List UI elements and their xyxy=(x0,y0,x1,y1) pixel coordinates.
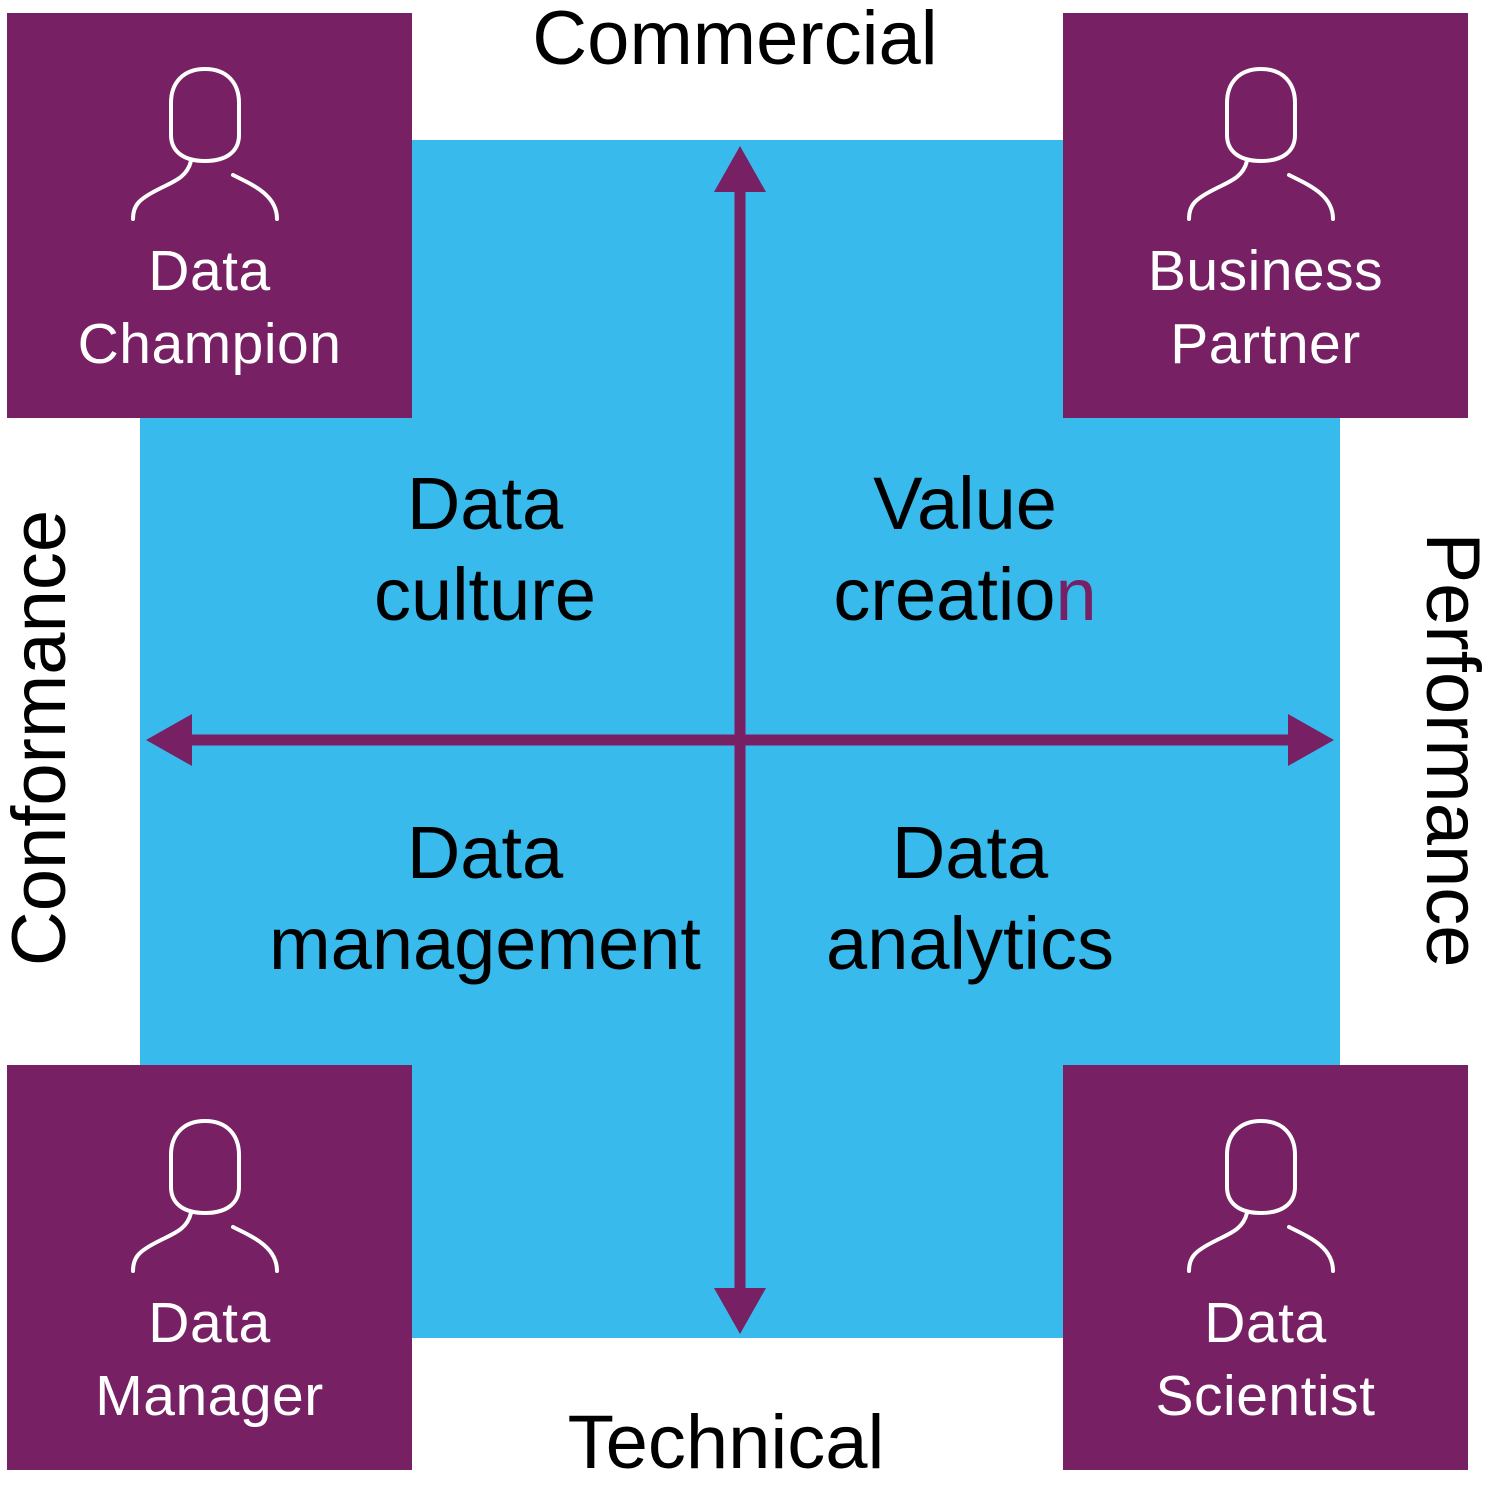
role-label-line1: Data xyxy=(148,1291,271,1355)
role-label-line1: Business xyxy=(1147,239,1384,303)
quadrant-line2-accent: n xyxy=(1055,553,1097,636)
quadrant-data-culture: Data culture xyxy=(270,458,700,640)
quadrant-line2: analytics xyxy=(826,902,1114,985)
role-label-line2: Scientist xyxy=(1155,1364,1376,1428)
person-icon xyxy=(131,66,279,221)
quadrant-line2: culture xyxy=(373,553,597,636)
role-card-data-manager: Data Manager xyxy=(7,1065,412,1470)
quadrant-line1: Data xyxy=(406,462,564,545)
role-label-line2: Champion xyxy=(77,312,342,376)
quadrant-line2: management xyxy=(269,902,701,985)
axis-label-technical: Technical xyxy=(567,1400,885,1485)
person-icon xyxy=(131,1118,279,1273)
quadrant-line1: Data xyxy=(406,811,564,894)
role-label: Business Partner xyxy=(1063,235,1468,381)
quadrant-value-creation: Value creation xyxy=(760,458,1170,640)
axis-label-commercial: Commercial xyxy=(532,0,938,81)
axis-label-performance: Performance xyxy=(1410,532,1492,968)
quadrant-data-analytics: Data analytics xyxy=(760,807,1180,989)
role-label: Data Champion xyxy=(7,235,412,381)
role-label-line2: Manager xyxy=(95,1364,324,1428)
role-label-line1: Data xyxy=(1204,1291,1327,1355)
role-label-line2: Partner xyxy=(1170,312,1361,376)
role-card-business-partner: Business Partner xyxy=(1063,13,1468,418)
quadrant-line2: creation xyxy=(760,549,1170,640)
quadrant-line1: Value xyxy=(873,462,1057,545)
role-card-data-champion: Data Champion xyxy=(7,13,412,418)
role-label-line1: Data xyxy=(148,239,271,303)
person-icon xyxy=(1187,1118,1335,1273)
quadrant-data-management: Data management xyxy=(250,807,720,989)
quadrant-line2-main: creatio xyxy=(833,553,1056,636)
role-label: Data Manager xyxy=(7,1287,412,1433)
quadrant-line1: Data xyxy=(891,811,1049,894)
axis-label-conformance: Conformance xyxy=(0,509,82,967)
role-label: Data Scientist xyxy=(1063,1287,1468,1433)
role-card-data-scientist: Data Scientist xyxy=(1063,1065,1468,1470)
person-icon xyxy=(1187,66,1335,221)
